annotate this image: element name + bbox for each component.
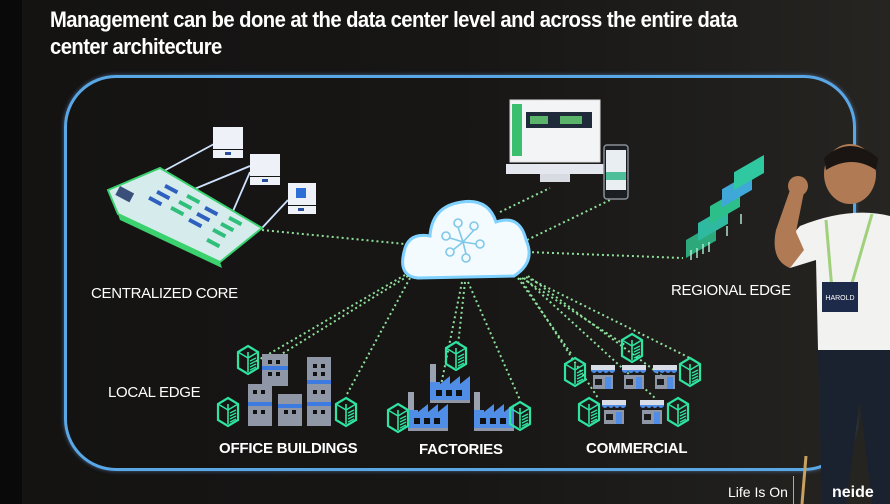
commercial-label: COMMERCIAL (586, 440, 688, 457)
connection-lines (254, 187, 691, 401)
storefront-icon (591, 365, 677, 424)
office-buildings-label: OFFICE BUILDINGS (219, 440, 358, 457)
slide-title: Management can be done at the data cente… (50, 7, 737, 59)
cloud-network-icon (401, 199, 531, 280)
stage-background (0, 0, 22, 504)
factories-label: FACTORIES (419, 441, 503, 458)
presenter: HAROLD (774, 144, 890, 504)
footer-divider (793, 476, 794, 504)
svg-text:HAROLD: HAROLD (825, 295, 854, 302)
data-center-floorplan-icon (106, 166, 264, 268)
footer-brand: neide (832, 484, 874, 501)
footer-tagline: Life Is On (728, 484, 788, 500)
core-monitors (213, 127, 316, 214)
regional-edge-label: REGIONAL EDGE (671, 282, 791, 299)
factory-icon (408, 364, 514, 431)
office-buildings-icon (248, 354, 331, 426)
desktop-and-phone-icon (506, 99, 629, 200)
local-edge-label: LOCAL EDGE (108, 384, 201, 401)
centralized-core-label: CENTRALIZED CORE (91, 285, 238, 302)
server-racks-icon (686, 154, 764, 260)
